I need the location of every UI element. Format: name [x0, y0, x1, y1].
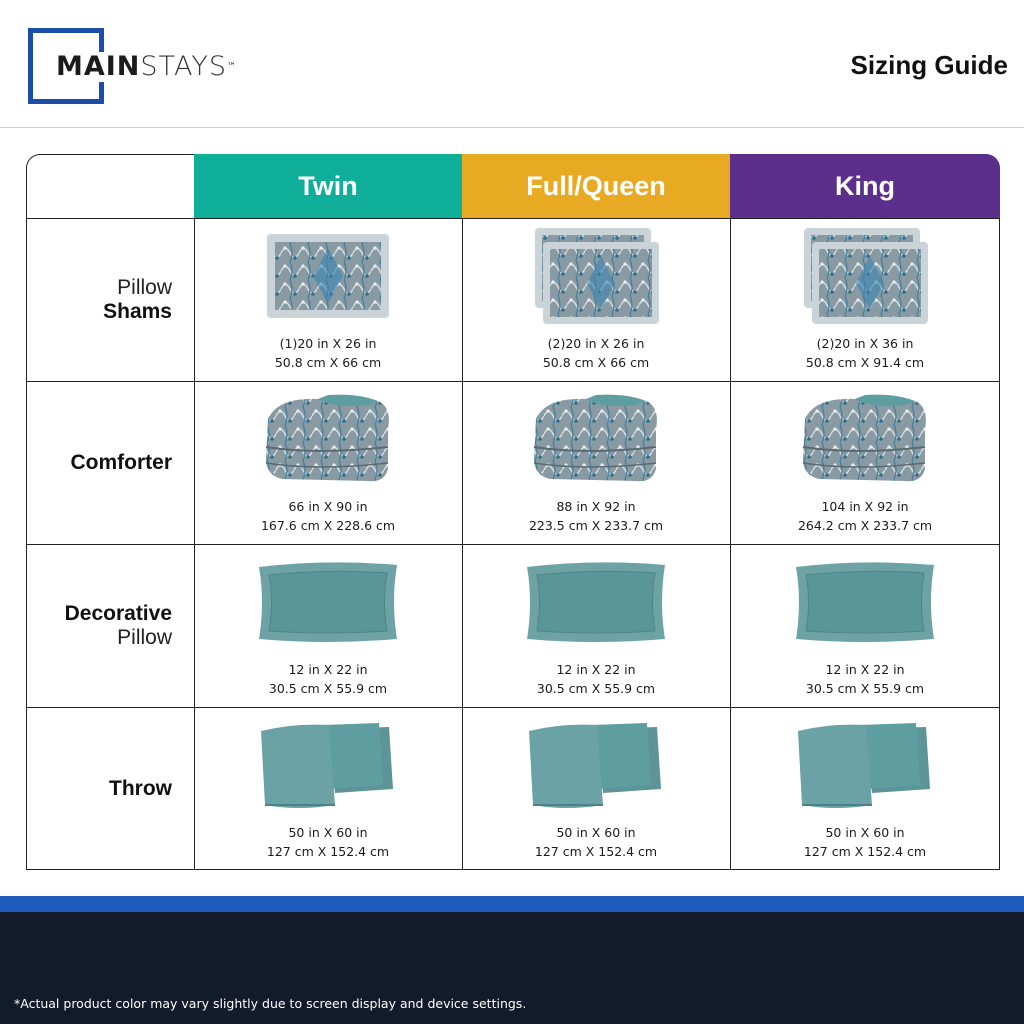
- dimension-metric: 30.5 cm X 55.9 cm: [268, 681, 388, 696]
- dimension-metric: 50.8 cm X 66 cm: [542, 355, 650, 370]
- grid-line: [26, 218, 1000, 219]
- dimension-imperial: 104 in X 92 in: [821, 499, 909, 514]
- row-label-bottom: Pillow: [117, 625, 172, 649]
- grid-line: [26, 544, 1000, 545]
- row-label: Pillow Shams: [26, 218, 194, 381]
- pillow-sham-icon: [496, 218, 696, 334]
- grid-line: [26, 168, 27, 870]
- dimension-imperial: 12 in X 22 in: [288, 662, 368, 677]
- table-cell: 104 in X 92 in 264.2 cm X 233.7 cm: [730, 381, 1000, 544]
- table-row-comforter: Comforter 66 in X 90 in 167.6 cm X 228.6 …: [26, 381, 1000, 544]
- table-cell: 66 in X 90 in 167.6 cm X 228.6 cm: [194, 381, 462, 544]
- logo-rest-text: STAYS: [140, 51, 227, 82]
- dimension-imperial: 66 in X 90 in: [288, 499, 368, 514]
- dimension-metric: 50.8 cm X 91.4 cm: [805, 355, 925, 370]
- row-label-top: Pillow: [117, 275, 172, 299]
- grid-line: [194, 218, 195, 870]
- dimension-imperial: 50 in X 60 in: [288, 825, 368, 840]
- table-cell: (2)20 in X 36 in 50.8 cm X 91.4 cm: [730, 218, 1000, 381]
- grid-line: [26, 869, 1000, 870]
- row-label: Comforter: [26, 381, 194, 544]
- dimension-imperial: 12 in X 22 in: [556, 662, 636, 677]
- table-cell: 12 in X 22 in 30.5 cm X 55.9 cm: [194, 544, 462, 707]
- pillow-sham-icon: [765, 218, 965, 334]
- table-cell: 12 in X 22 in 30.5 cm X 55.9 cm: [462, 544, 730, 707]
- grid-line: [462, 218, 463, 870]
- decorative-pillow-icon: [228, 544, 428, 660]
- table-cell: 88 in X 92 in 223.5 cm X 233.7 cm: [462, 381, 730, 544]
- dimension-metric: 127 cm X 152.4 cm: [266, 844, 390, 859]
- grid-line: [730, 218, 731, 870]
- logo-main-text: MAIN: [56, 51, 141, 82]
- dimension-imperial: (1)20 in X 26 in: [279, 336, 377, 351]
- row-label: Decorative Pillow: [26, 544, 194, 707]
- decorative-pillow-icon: [765, 544, 965, 660]
- sizing-table: Twin Full/Queen King Pillow Shams (1)20 …: [26, 154, 1000, 870]
- throw-blanket-icon: [228, 707, 428, 823]
- grid-line: [26, 707, 1000, 708]
- row-label-bold: Comforter: [70, 450, 172, 474]
- table-cell: 50 in X 60 in 127 cm X 152.4 cm: [462, 707, 730, 870]
- throw-blanket-icon: [496, 707, 696, 823]
- column-header-king: King: [730, 154, 1000, 218]
- table-cell: (1)20 in X 26 in 50.8 cm X 66 cm: [194, 218, 462, 381]
- header-divider: [0, 127, 1024, 128]
- table-cell: (2)20 in X 26 in 50.8 cm X 66 cm: [462, 218, 730, 381]
- dimension-metric: 127 cm X 152.4 cm: [803, 844, 927, 859]
- column-header-full-queen: Full/Queen: [462, 154, 730, 218]
- row-label: Throw: [26, 707, 194, 870]
- table-cell: 50 in X 60 in 127 cm X 152.4 cm: [730, 707, 1000, 870]
- comforter-icon: [765, 381, 965, 497]
- decorative-pillow-icon: [496, 544, 696, 660]
- dimension-imperial: 50 in X 60 in: [825, 825, 905, 840]
- row-label-bold: Shams: [103, 299, 172, 323]
- grid-line: [999, 218, 1000, 870]
- table-row-throw: Throw 50 in X 60 in 127 cm X 152.4 cm 50 …: [26, 707, 1000, 870]
- dimension-metric: 264.2 cm X 233.7 cm: [797, 518, 933, 533]
- page-title: Sizing Guide: [850, 50, 1008, 80]
- dimension-imperial: 88 in X 92 in: [556, 499, 636, 514]
- dimension-metric: 167.6 cm X 228.6 cm: [260, 518, 396, 533]
- dimension-metric: 30.5 cm X 55.9 cm: [805, 681, 925, 696]
- dimension-imperial: 12 in X 22 in: [825, 662, 905, 677]
- row-label-bold: Throw: [109, 776, 172, 800]
- dimension-imperial: (2)20 in X 36 in: [816, 336, 914, 351]
- page-header: MAINSTAYS™ Sizing Guide: [0, 0, 1024, 128]
- table-corner: [26, 154, 194, 218]
- row-label-bold: Decorative: [64, 601, 172, 625]
- comforter-icon: [496, 381, 696, 497]
- trademark-symbol: ™: [226, 62, 237, 72]
- column-header-twin: Twin: [194, 154, 462, 218]
- disclaimer-text: *Actual product color may vary slightly …: [14, 996, 527, 1011]
- brand-logo: MAINSTAYS™: [52, 52, 241, 82]
- dimension-metric: 223.5 cm X 233.7 cm: [528, 518, 664, 533]
- dimension-imperial: 50 in X 60 in: [556, 825, 636, 840]
- dimension-metric: 127 cm X 152.4 cm: [534, 844, 658, 859]
- comforter-icon: [228, 381, 428, 497]
- pillow-sham-icon: [228, 218, 428, 334]
- dimension-metric: 50.8 cm X 66 cm: [274, 355, 382, 370]
- dimension-metric: 30.5 cm X 55.9 cm: [536, 681, 656, 696]
- table-cell: 50 in X 60 in 127 cm X 152.4 cm: [194, 707, 462, 870]
- footer-accent-bar: [0, 896, 1024, 912]
- throw-blanket-icon: [765, 707, 965, 823]
- table-cell: 12 in X 22 in 30.5 cm X 55.9 cm: [730, 544, 1000, 707]
- dimension-imperial: (2)20 in X 26 in: [547, 336, 645, 351]
- table-row-decorative-pillow: Decorative Pillow 12 in X 22 in 30.5 cm X…: [26, 544, 1000, 707]
- grid-line: [26, 381, 1000, 382]
- table-row-pillow-shams: Pillow Shams (1)20 in X 26 in 50.8 cm X 6…: [26, 218, 1000, 381]
- footer: [0, 912, 1024, 1024]
